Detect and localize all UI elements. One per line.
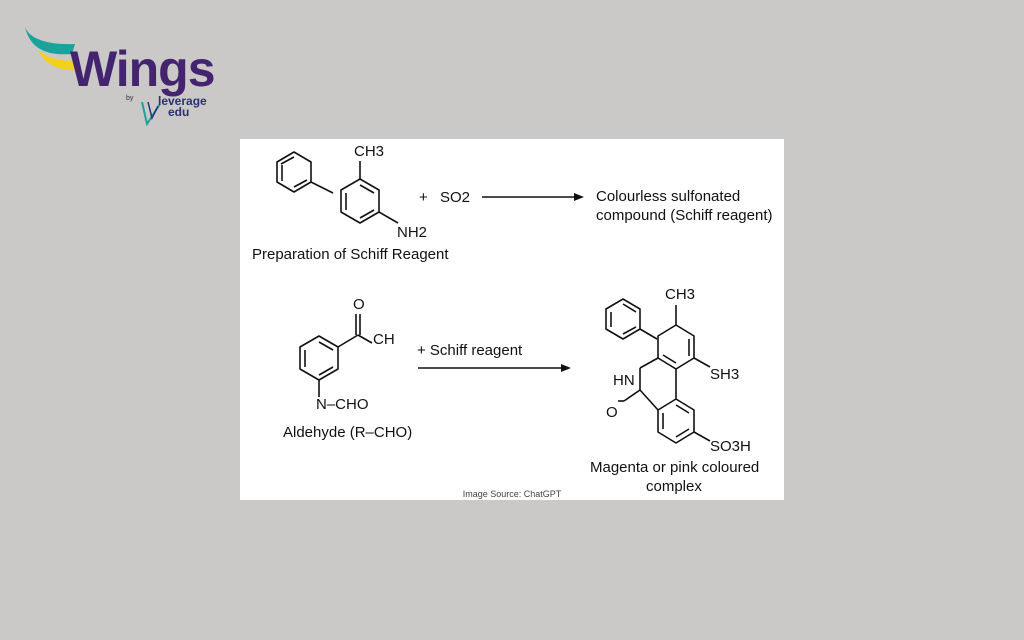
hn-label: HN (613, 372, 635, 389)
product-ch3-label: CH3 (665, 286, 696, 303)
nh2-label: NH2 (397, 224, 428, 241)
row2-caption: Aldehyde (R–CHO) (283, 424, 413, 441)
ncho-label: N–CHO (316, 396, 369, 413)
partner-line1: leverage (158, 94, 207, 108)
arrow-1-head (574, 193, 584, 201)
aldehyde-structure (299, 314, 373, 397)
image-source-caption: Image Source: ChatGPT (462, 489, 562, 499)
magenta-complex-structure (605, 298, 711, 444)
wings-swoosh-icon (25, 27, 161, 127)
biphenyl-amine-structure (276, 151, 399, 224)
product-2-line1: Magenta or pink coloured (590, 459, 760, 476)
product-1-line2: compound (Schiff reagent) (596, 207, 773, 224)
logo-by-text: by (126, 95, 134, 102)
ch3-label: CH3 (354, 143, 385, 160)
leverage-edu-wordmark: leverage edu (158, 94, 207, 119)
wings-wordmark: Wings (70, 41, 216, 97)
plus-sign: + (419, 189, 428, 206)
so2-label: SO2 (440, 189, 471, 206)
so3h-label: SO3H (710, 438, 751, 455)
product-2-line2: complex (646, 478, 702, 495)
carbonyl-o-label: O (353, 296, 365, 313)
arrow-2-head (561, 364, 571, 372)
schiff-reaction-figure: CH3 NH2 + SO2 Colourless sulfonated comp… (240, 139, 784, 500)
schiff-reagent-label: + Schiff reagent (417, 342, 523, 359)
wings-logo[interactable]: Wings by leverage edu (0, 0, 230, 140)
ch-label: CH (373, 331, 395, 348)
sh3-label: SH3 (710, 366, 740, 383)
product-1-line1: Colourless sulfonated (596, 188, 741, 205)
row1-caption: Preparation of Schiff Reagent (252, 246, 449, 263)
partner-line2: edu (168, 105, 190, 119)
lactam-o-label: O (606, 404, 618, 421)
reaction-structures (276, 151, 711, 444)
